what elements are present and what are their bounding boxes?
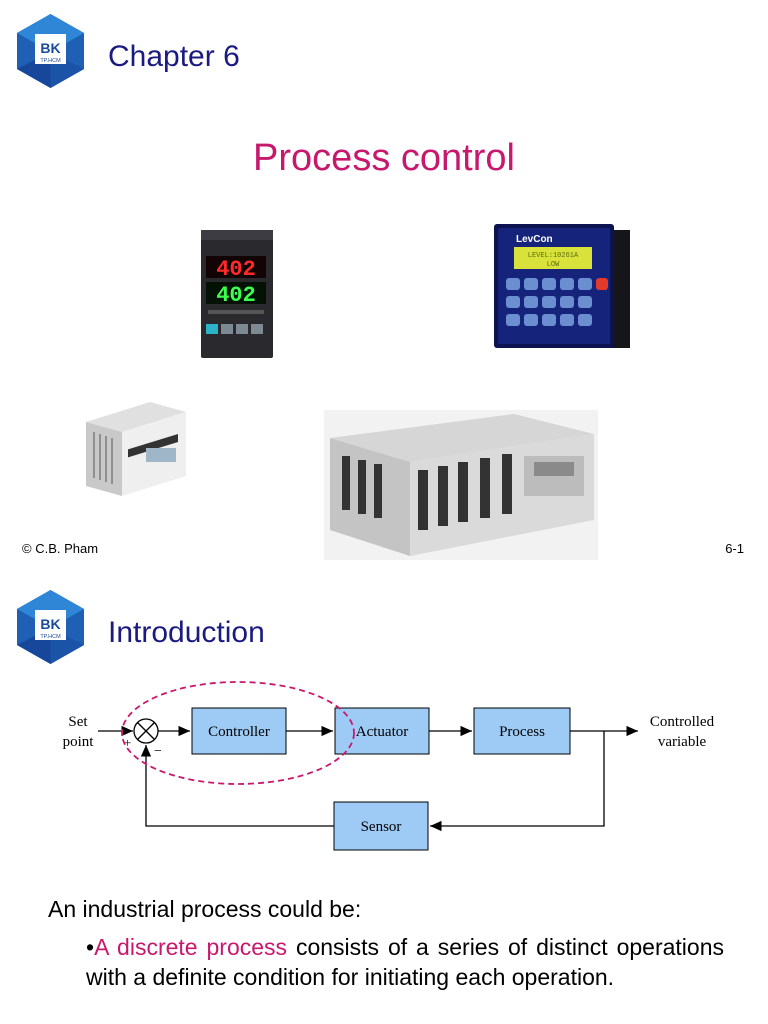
page-title: Process control xyxy=(253,137,515,179)
actuator-label: Actuator xyxy=(356,724,408,740)
bullet-highlight: A discrete process xyxy=(94,934,288,960)
output-label-2: variable xyxy=(658,734,707,750)
controller-display-bottom: 402 xyxy=(216,283,256,308)
sensor-label: Sensor xyxy=(361,819,402,835)
slide-2 xyxy=(0,577,768,1024)
footer-page-number: 6-1 xyxy=(725,541,744,556)
controller-highlight-ellipse xyxy=(121,681,355,785)
levcon-lcd-line1: LEVEL:10261A xyxy=(528,252,579,260)
small-plc-image xyxy=(86,402,186,496)
footer-copyright: © C.B. Pham xyxy=(22,541,99,556)
levcon-lcd-line2: LOW xyxy=(547,261,560,269)
process-block xyxy=(473,707,571,755)
plus-sign: + xyxy=(124,735,131,750)
intro-text: An industrial process could be: xyxy=(48,896,362,922)
slide-1: BK TP.HCM Chapter 6 Process control 402 … xyxy=(17,14,744,560)
slide-divider xyxy=(0,565,768,577)
modular-plc-image xyxy=(324,410,598,560)
levcon-panel-image: LevCon LEVEL:10261A LOW xyxy=(494,224,630,348)
logo-text: BK xyxy=(40,616,60,632)
chapter-title: Chapter 6 xyxy=(108,40,240,73)
control-block-diagram: Set point + − Controller Actuator Proces… xyxy=(63,681,715,851)
logo-subtext: TP.HCM xyxy=(40,634,61,640)
bk-logo-icon: BK TP.HCM xyxy=(17,14,84,88)
bullet-text: consists of a series of distinct operati… xyxy=(86,934,725,990)
logo-subtext: TP.HCM xyxy=(40,58,61,64)
setpoint-label-1: Set xyxy=(68,714,88,730)
temperature-controller-image: 402 402 xyxy=(201,230,273,358)
minus-sign: − xyxy=(154,744,162,759)
logo-text: BK xyxy=(40,40,60,56)
process-label: Process xyxy=(499,724,545,740)
output-label-1: Controlled xyxy=(650,714,715,730)
section-title: Introduction xyxy=(108,616,265,649)
sensor-block xyxy=(333,801,429,851)
bk-logo-icon: BK TP.HCM xyxy=(17,590,84,664)
controller-label: Controller xyxy=(208,724,270,740)
setpoint-label-2: point xyxy=(63,734,95,750)
bullet-discrete-process: •A discrete process consists of a series… xyxy=(86,932,724,992)
bullet-mark: • xyxy=(86,934,95,960)
controller-display-top: 402 xyxy=(216,257,256,282)
controller-block xyxy=(191,707,287,755)
levcon-brand: LevCon xyxy=(516,234,553,245)
